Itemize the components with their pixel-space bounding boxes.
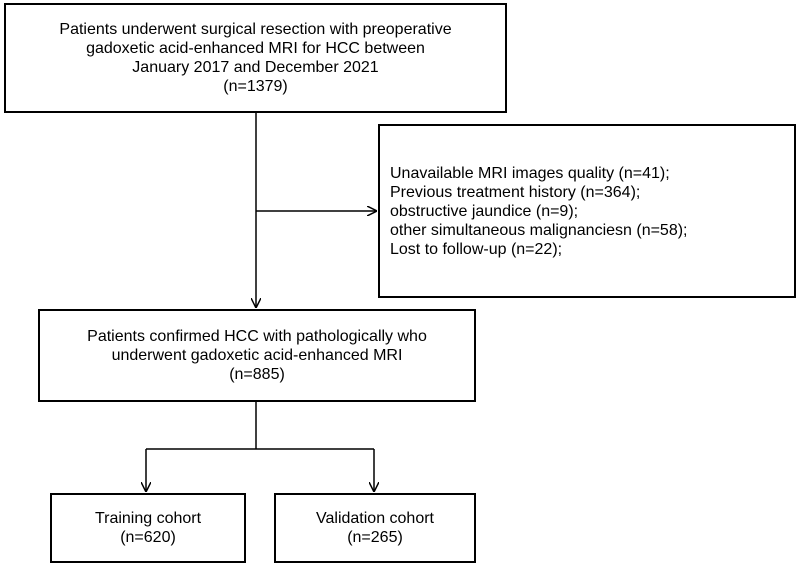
initial-cohort-line-1: Patients underwent surgical resection wi…: [59, 21, 452, 38]
exclusion-item: obstructive jaundice (n=9);: [390, 202, 579, 220]
exclusion-criteria-box: Unavailable MRI images quality (n=41); P…: [378, 124, 796, 298]
initial-cohort-count: (n=1379): [223, 78, 288, 95]
exclusion-item: other simultaneous malignanciesn (n=58);: [390, 221, 688, 239]
confirmed-cohort-box: Patients confirmed HCC with pathological…: [38, 309, 476, 402]
training-cohort-label: Training cohort: [94, 510, 202, 527]
validation-cohort-count: (n=265): [347, 529, 403, 546]
exclusion-item: Unavailable MRI images quality (n=41);: [390, 164, 670, 182]
confirmed-cohort-line-1: Patients confirmed HCC with pathological…: [87, 328, 427, 345]
training-cohort-count: (n=620): [120, 529, 176, 546]
confirmed-cohort-count: (n=885): [229, 366, 285, 383]
training-cohort-box: Training cohort (n=620): [50, 493, 246, 563]
confirmed-cohort-line-2: underwent gadoxetic acid-enhanced MRI: [111, 347, 403, 364]
initial-cohort-box: Patients underwent surgical resection wi…: [4, 3, 507, 113]
validation-cohort-label: Validation cohort: [316, 510, 434, 527]
validation-cohort-box: Validation cohort (n=265): [274, 493, 476, 563]
initial-cohort-line-2: gadoxetic acid-enhanced MRI for HCC betw…: [86, 40, 425, 57]
exclusion-item: Previous treatment history (n=364);: [390, 183, 641, 201]
exclusion-item: Lost to follow-up (n=22);: [390, 240, 563, 258]
initial-cohort-line-3: January 2017 and December 2021: [132, 59, 379, 76]
